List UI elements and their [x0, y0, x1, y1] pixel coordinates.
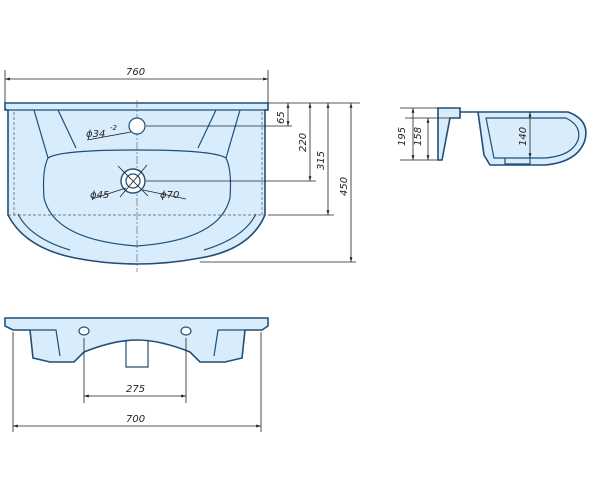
front-inner-left — [30, 329, 61, 357]
front-drain — [125, 340, 149, 368]
dim-overflow-ring: ϕ70 — [160, 190, 179, 201]
top-view: 760 ϕ34 -2 ϕ45 ϕ70 65 220 315 450 — [4, 67, 360, 272]
front-curve-inner-r — [203, 213, 257, 251]
dim-depth-450: 450 — [339, 177, 350, 196]
deck-right — [197, 109, 241, 159]
side-section — [437, 107, 587, 166]
dim-depth-315: 315 — [316, 151, 327, 170]
dim-mount-spacing: 275 — [126, 384, 145, 395]
dim-drain-hole: ϕ45 — [90, 190, 109, 201]
dim-tap-hole-tol: -2 — [110, 124, 118, 132]
front-inner-right — [213, 329, 245, 357]
mount-hole-left — [78, 326, 90, 336]
dim-tap-hole: ϕ34 — [86, 129, 105, 140]
mount-hole-right — [180, 326, 192, 336]
dim-depth-220: 220 — [298, 133, 309, 152]
front-outline — [4, 317, 269, 363]
side-view: 195 158 140 — [397, 107, 587, 166]
tap-hole — [128, 117, 146, 135]
side-drain — [504, 158, 531, 165]
front-curve-inner — [17, 213, 71, 251]
dim-height-158: 158 — [413, 127, 424, 146]
side-inner — [485, 117, 580, 159]
dim-height-195: 195 — [397, 127, 408, 146]
dim-height-140: 140 — [518, 127, 529, 146]
deck-left — [33, 109, 77, 159]
dim-overall-width: 760 — [126, 67, 145, 78]
dim-base-width: 700 — [126, 414, 145, 425]
dim-depth-65: 65 — [276, 111, 287, 124]
front-view: 275 700 — [4, 317, 269, 432]
